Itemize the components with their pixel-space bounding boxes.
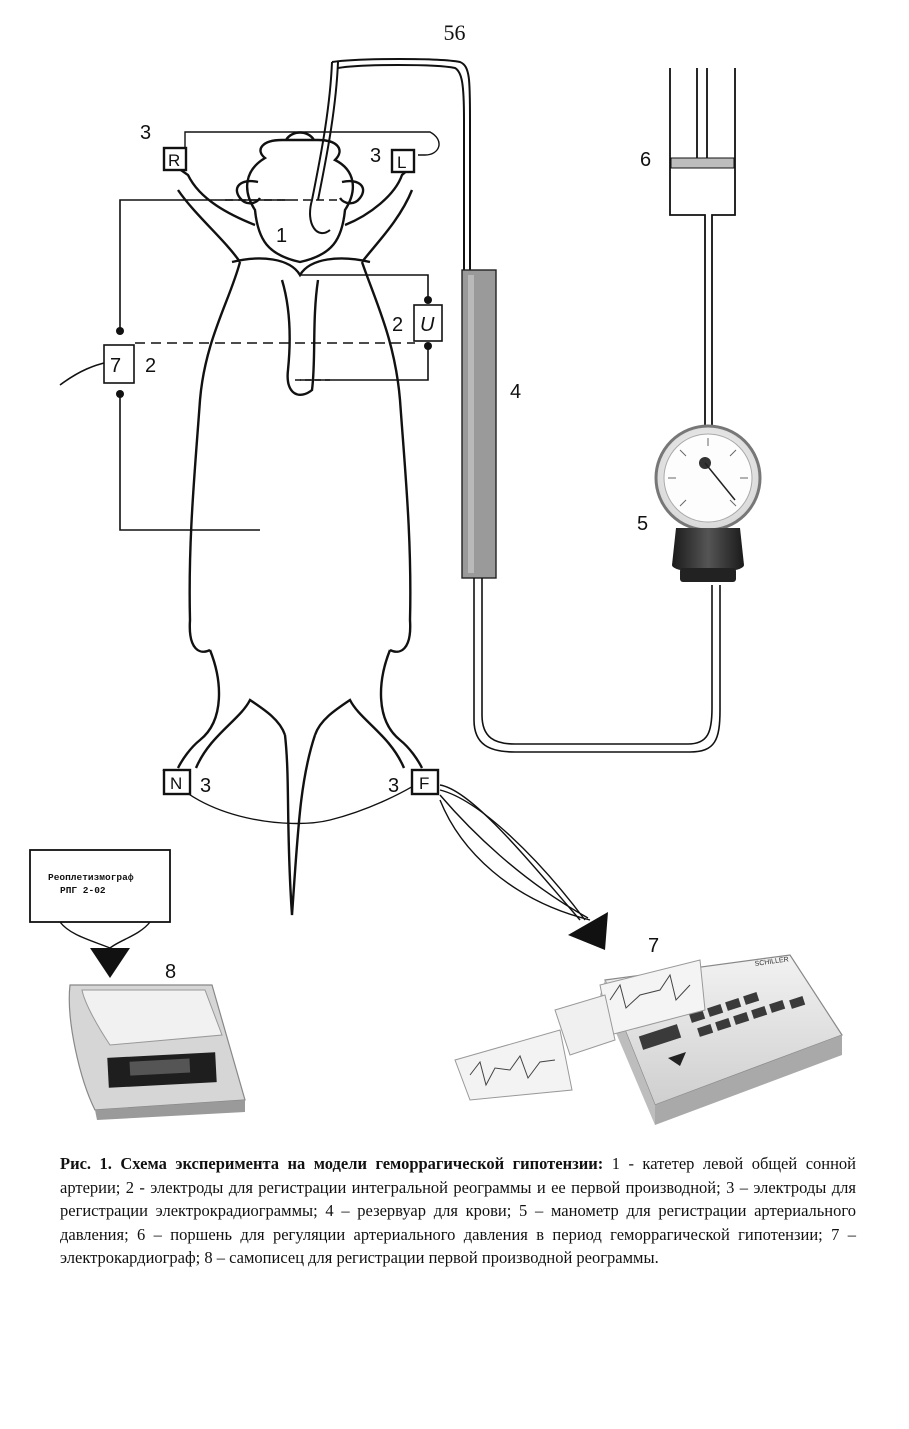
- label-electrode-l: 3: [370, 145, 381, 167]
- label-catheter: 1: [276, 225, 287, 247]
- svg-text:РПГ 2-02: РПГ 2-02: [60, 885, 106, 896]
- caption-text: 1 - катетер левой общей сонной артерии; …: [60, 1154, 857, 1267]
- rheo-box-right: U: [413, 304, 443, 342]
- label-rheo-right: 2: [392, 314, 403, 336]
- svg-text:N: N: [170, 774, 182, 793]
- ecg-leads: [162, 131, 591, 921]
- rheograph-box: Реоплетизмограф РПГ 2-02: [29, 849, 171, 949]
- svg-text:F: F: [419, 774, 429, 793]
- rheo-circuit: [59, 199, 429, 531]
- label-recorder: 8: [165, 961, 176, 983]
- label-manometer: 5: [637, 513, 648, 535]
- recorder-device: [68, 984, 246, 1120]
- label-blood-reservoir: 4: [510, 381, 521, 403]
- arrow-to-ecg-icon: [568, 912, 608, 950]
- rat-outline: [176, 131, 424, 916]
- electrode-f: F: [410, 768, 440, 796]
- rheo-box-left: 7: [103, 344, 135, 384]
- label-electrode-r: 3: [140, 122, 151, 144]
- figure-caption: Рис. 1. Схема эксперимента на модели гем…: [60, 1152, 856, 1270]
- label-piston: 6: [640, 149, 651, 171]
- catheter: [309, 58, 471, 270]
- svg-text:L: L: [397, 153, 406, 172]
- blood-reservoir: [461, 269, 497, 579]
- electrocardiograph-device: SCHILLER: [454, 954, 843, 1125]
- svg-text:U: U: [420, 314, 435, 336]
- electrode-r: R: [162, 146, 188, 172]
- page-number: 56: [443, 20, 466, 45]
- piston-head: [670, 157, 735, 169]
- label-rheo-left: 2: [145, 355, 156, 377]
- piston-syringe: [669, 68, 736, 430]
- manometer: [654, 424, 762, 582]
- label-electrocardiograph: 7: [648, 935, 659, 957]
- svg-text:R: R: [168, 151, 180, 170]
- experiment-diagram: 1 R 3 L 3 N 3 F 3: [29, 58, 843, 1125]
- label-electrode-n: 3: [200, 775, 211, 797]
- electrode-n: N: [162, 768, 192, 796]
- svg-text:SCHILLER: SCHILLER: [754, 956, 789, 968]
- electrode-l: L: [390, 148, 416, 174]
- svg-text:7: 7: [110, 355, 121, 377]
- tubing: [473, 578, 721, 753]
- arrow-to-recorder-icon: [90, 948, 130, 978]
- svg-text:Реоплетизмограф: Реоплетизмограф: [48, 872, 134, 883]
- caption-lead: Рис. 1. Схема эксперимента на модели гем…: [60, 1154, 604, 1173]
- label-electrode-f: 3: [388, 775, 399, 797]
